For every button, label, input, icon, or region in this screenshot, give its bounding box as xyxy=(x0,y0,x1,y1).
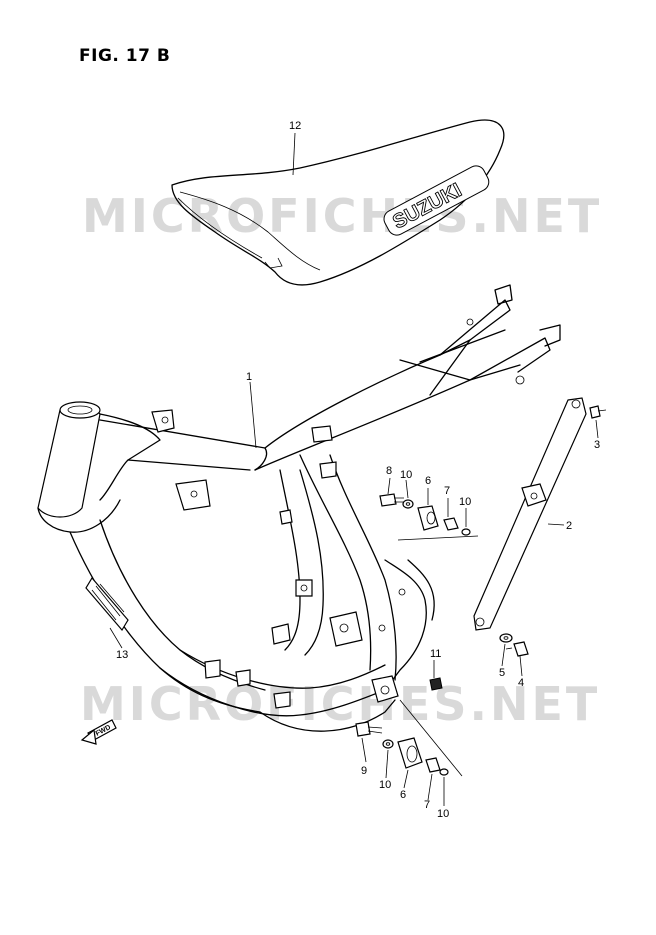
figure-title: FIG. 17 B xyxy=(79,46,171,66)
callout-labels: 12 1 2 3 4 5 6 7 8 10 10 11 13 9 10 6 7 … xyxy=(116,120,600,820)
engine-mount-upper xyxy=(379,493,479,541)
callout-10-lower-b: 10 xyxy=(437,808,449,820)
callout-10-upper-a: 10 xyxy=(400,469,412,481)
callout-7-upper: 7 xyxy=(444,485,450,497)
callout-13: 13 xyxy=(116,649,128,661)
callout-4: 4 xyxy=(518,677,524,689)
callout-3: 3 xyxy=(594,439,600,451)
callout-9: 9 xyxy=(361,765,367,777)
watermark-bottom: MICROFICHES.NET xyxy=(80,677,600,731)
callout-6-lower: 6 xyxy=(400,789,406,801)
callout-11: 11 xyxy=(430,648,441,660)
bolt-3 xyxy=(589,405,607,419)
callout-7-lower: 7 xyxy=(424,799,430,811)
callout-10-lower-a: 10 xyxy=(379,779,391,791)
side-brace xyxy=(473,397,587,631)
frame-pad xyxy=(85,576,129,632)
callout-6-upper: 6 xyxy=(425,475,431,487)
callout-2: 2 xyxy=(566,520,572,532)
callout-1: 1 xyxy=(246,371,252,383)
washer-5 xyxy=(499,633,513,643)
leader-lines xyxy=(109,132,599,806)
watermark-top: MICROFICHES.NET xyxy=(82,189,602,243)
callout-10-upper-b: 10 xyxy=(459,496,471,508)
callout-12: 12 xyxy=(289,120,301,132)
engine-mount-lower xyxy=(355,677,463,777)
bolt-4 xyxy=(505,641,529,657)
callout-8: 8 xyxy=(386,465,392,477)
frame xyxy=(37,284,561,732)
callout-5: 5 xyxy=(499,667,505,679)
